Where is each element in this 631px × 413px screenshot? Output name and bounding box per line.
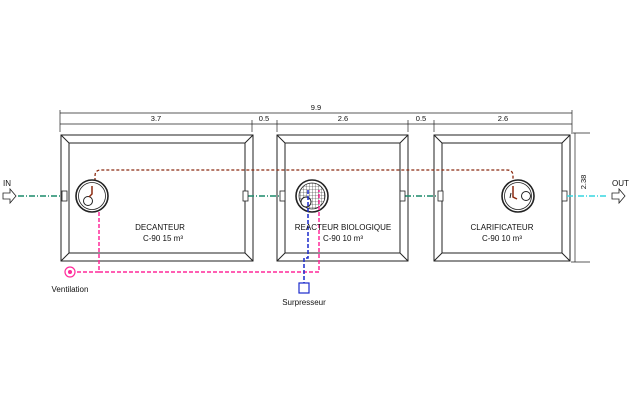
dim-clarificateur: 2.6 xyxy=(498,114,508,123)
dim-gap-2: 0.5 xyxy=(416,114,426,123)
out-arrow-icon xyxy=(611,187,626,205)
decanteur-manhole xyxy=(75,179,109,213)
ventilation-label: Ventilation xyxy=(52,285,89,294)
reacteur-manhole xyxy=(295,179,329,213)
decanteur-spec: C-90 15 m³ xyxy=(143,234,183,243)
out-label: OUT xyxy=(612,179,629,188)
in-label: IN xyxy=(3,179,11,188)
dim-reacteur: 2.6 xyxy=(338,114,348,123)
in-arrow-icon xyxy=(2,187,17,205)
decanteur-name: DECANTEUR xyxy=(135,223,185,232)
dim-total: 9.9 xyxy=(311,103,321,112)
reacteur-name: REACTEUR BIOLOGIQUE xyxy=(295,223,391,232)
inlet-line: IN xyxy=(2,179,68,205)
clarificateur-manhole xyxy=(501,179,535,213)
ventilation-line xyxy=(76,190,320,273)
recirculation-line xyxy=(94,169,514,196)
outlet-line: OUT xyxy=(567,179,629,205)
surpresseur-icon xyxy=(298,282,310,294)
dimension-labels: 9.9 3.7 0.5 2.6 0.5 2.6 2.38 xyxy=(151,103,588,189)
dim-height: 2.38 xyxy=(579,175,588,190)
reacteur-spec: C-90 10 m³ xyxy=(323,234,363,243)
dim-decanteur: 3.7 xyxy=(151,114,161,123)
surpresseur-label: Surpresseur xyxy=(282,298,326,307)
dimension-lines xyxy=(59,110,590,263)
ventilation-icon xyxy=(64,266,76,278)
clarificateur-spec: C-90 10 m³ xyxy=(482,234,522,243)
air-supply-line xyxy=(303,190,309,283)
clarificateur-name: CLARIFICATEUR xyxy=(471,223,534,232)
tank-labels: DECANTEUR C-90 15 m³ REACTEUR BIOLOGIQUE… xyxy=(135,223,534,243)
dim-gap-1: 0.5 xyxy=(259,114,269,123)
